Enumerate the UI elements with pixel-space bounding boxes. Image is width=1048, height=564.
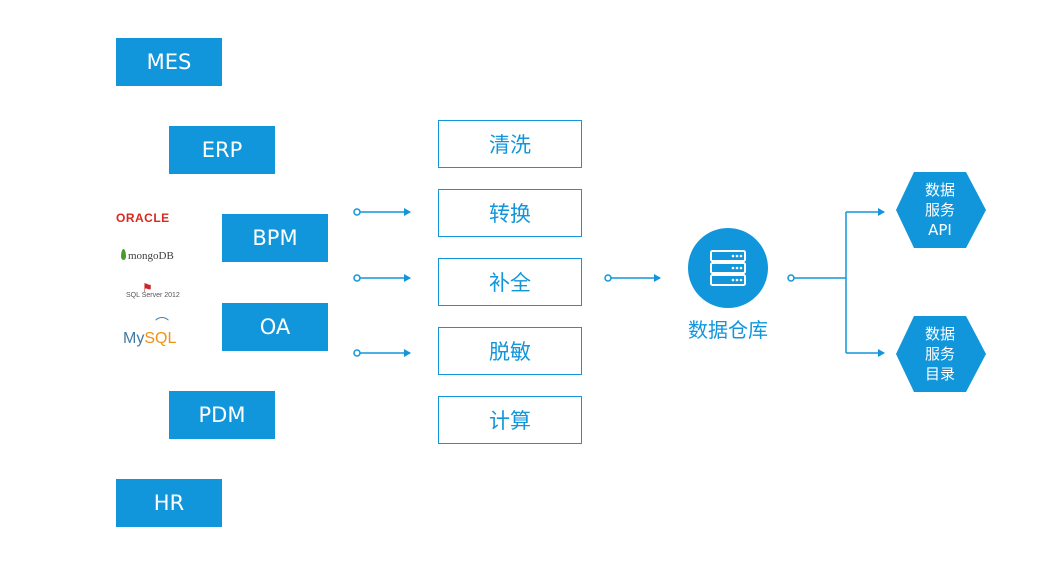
service-hexagon-catalog bbox=[896, 316, 986, 392]
sqlserver-logo: ⚑SQL Server 2012 bbox=[126, 281, 180, 300]
step-complete: 补全 bbox=[438, 258, 582, 306]
service-catalog-label: 数据 服务 目录 bbox=[895, 324, 985, 384]
step-transform: 转换 bbox=[438, 189, 582, 237]
source-hr: HR bbox=[116, 479, 222, 527]
arrow-sources-to-steps-3 bbox=[353, 349, 411, 357]
warehouse-node bbox=[688, 228, 768, 308]
step-desensitize: 脱敏 bbox=[438, 327, 582, 375]
service-catalog-line2: 服务 bbox=[924, 345, 955, 363]
arrow-warehouse-to-services bbox=[787, 208, 885, 357]
mongodb-leaf-icon bbox=[121, 249, 126, 260]
server-rack-icon bbox=[710, 250, 746, 286]
source-bpm: BPM bbox=[222, 214, 328, 262]
service-api-line3: API bbox=[928, 221, 952, 239]
oracle-logo: ORACLE bbox=[116, 211, 170, 225]
service-catalog-line1: 数据 bbox=[924, 325, 955, 343]
mysql-logo-sql: SQL bbox=[144, 330, 177, 347]
service-api-line1: 数据 bbox=[924, 181, 955, 199]
arrow-sources-to-steps-1 bbox=[353, 208, 411, 216]
service-api-line2: 服务 bbox=[924, 201, 955, 219]
arrow-sources-to-steps-2 bbox=[353, 274, 411, 282]
source-mes: MES bbox=[116, 38, 222, 86]
mongodb-logo-text: mongoDB bbox=[128, 250, 174, 262]
source-pdm: PDM bbox=[169, 391, 275, 439]
step-cleanse: 清洗 bbox=[438, 120, 582, 168]
sqlserver-flag-icon: ⚑ bbox=[142, 281, 153, 295]
service-api-label: 数据 服务 API bbox=[895, 180, 985, 240]
service-hexagon-api bbox=[896, 172, 986, 248]
sqlserver-logo-text: SQL Server 2012 bbox=[126, 292, 180, 299]
source-erp: ERP bbox=[169, 126, 275, 174]
mysql-dolphin-icon: ⌒ bbox=[155, 316, 169, 332]
mysql-logo-my: My bbox=[123, 330, 145, 347]
mongodb-logo: mongoDB bbox=[121, 249, 174, 262]
service-catalog-line3: 目录 bbox=[924, 365, 955, 383]
arrow-steps-to-warehouse bbox=[604, 274, 661, 282]
source-oa: OA bbox=[222, 303, 328, 351]
mysql-logo: ⌒ MySQL bbox=[123, 316, 177, 348]
warehouse-label: 数据仓库 bbox=[688, 318, 768, 342]
step-compute: 计算 bbox=[438, 396, 582, 444]
